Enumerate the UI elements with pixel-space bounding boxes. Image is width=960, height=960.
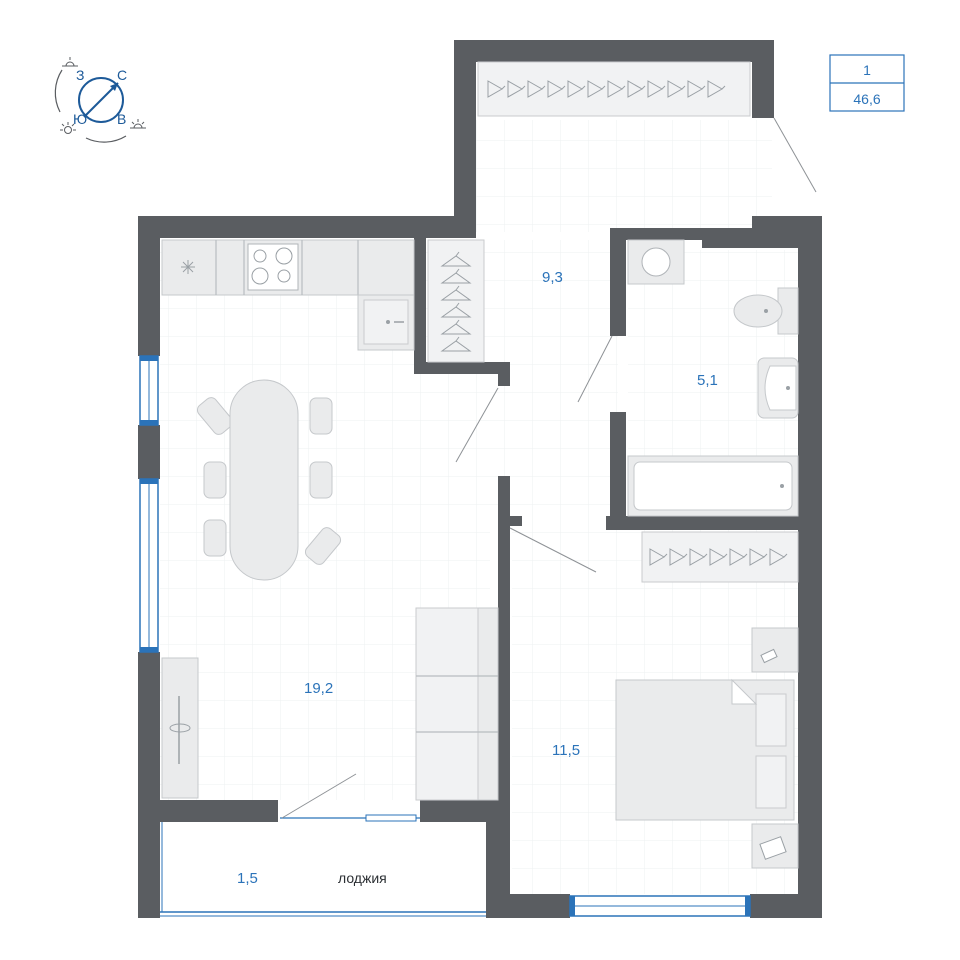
hanger-icon [567, 80, 586, 98]
compass-south: Ю [73, 111, 87, 127]
hanger-icon [440, 251, 472, 267]
chair [309, 461, 333, 499]
hanger-icon [649, 548, 668, 566]
hanger-icon [587, 80, 606, 98]
total-area: 46,6 [853, 91, 880, 107]
wardrobe-bedroom [641, 531, 799, 583]
compass: З С Ю В [54, 57, 146, 143]
sunrise-icon [60, 122, 76, 134]
hanger-icon [667, 80, 686, 98]
hanger-icon [769, 548, 788, 566]
hanger-icon [440, 319, 472, 335]
bedroom-area: 11,5 [552, 742, 580, 759]
hanger-icon [607, 80, 626, 98]
chair [196, 397, 234, 435]
hanger-icon [689, 548, 708, 566]
info-box: 1 46,6 [829, 54, 905, 112]
hanger-icon [487, 80, 506, 98]
hanger-icon [547, 80, 566, 98]
chair [304, 527, 342, 565]
compass-east: В [117, 111, 126, 127]
cooktop-icon [247, 243, 299, 291]
chair [203, 519, 227, 557]
kitchen-living-area: 19,2 [304, 680, 333, 697]
bedroom-furniture [615, 627, 799, 869]
compass-west: З [76, 67, 84, 83]
hanger-icon [627, 80, 646, 98]
door-swings [281, 117, 817, 819]
hanger-icon [709, 548, 728, 566]
hanger-icon [440, 285, 472, 301]
wardrobe-hall [427, 239, 485, 363]
sun-small-icon [62, 57, 78, 67]
chair [309, 397, 333, 435]
hanger-icon [647, 80, 666, 98]
hall-area: 9,3 [542, 269, 563, 286]
asterisk-icon [181, 260, 195, 274]
loggia-name: лоджия [338, 870, 387, 886]
kitchen-counter [161, 239, 415, 351]
windows [139, 355, 751, 917]
room-count: 1 [863, 62, 871, 78]
bathroom-area: 5,1 [697, 372, 718, 389]
hanger-icon [507, 80, 526, 98]
tv-stand [161, 657, 199, 799]
loggia-area: 1,5 [237, 870, 258, 887]
wardrobe-top [477, 61, 751, 117]
bathroom-fixtures [627, 239, 799, 517]
sofa [415, 607, 499, 801]
hanger-icon [729, 548, 748, 566]
hanger-icon [687, 80, 706, 98]
sunset-icon [130, 119, 146, 129]
hanger-icon [527, 80, 546, 98]
chair [203, 461, 227, 499]
compass-north: С [117, 67, 127, 83]
hanger-icon [440, 336, 472, 352]
room-labels: 9,3 5,1 19,2 11,5 1,5 лоджия [237, 269, 718, 887]
walls [138, 40, 822, 918]
hanger-icon [707, 80, 726, 98]
hanger-icon [440, 268, 472, 284]
hanger-icon [669, 548, 688, 566]
dining-set [196, 379, 342, 581]
hanger-icon [749, 548, 768, 566]
hanger-icon [440, 302, 472, 318]
